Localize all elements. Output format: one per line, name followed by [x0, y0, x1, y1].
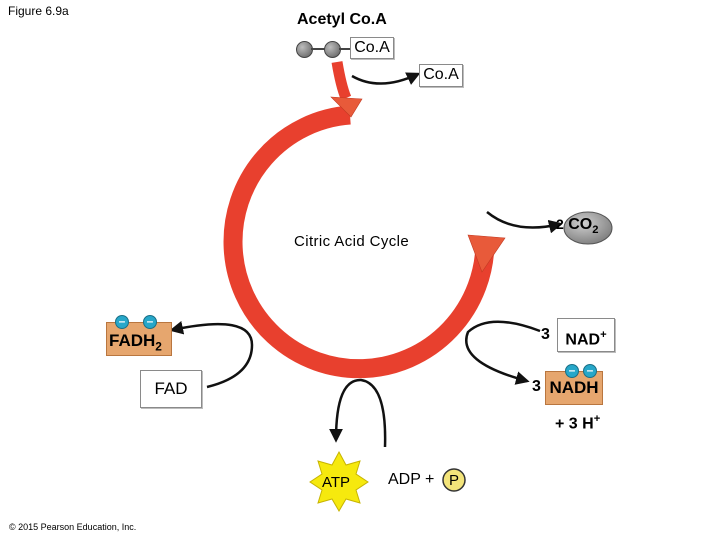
nad-coefficient: 3 — [541, 326, 550, 343]
phosphate-icon — [442, 468, 466, 492]
nadh-electron-1-icon: – — [565, 364, 579, 378]
cycle-arrowhead — [467, 234, 506, 273]
acetyl-bond — [311, 48, 325, 50]
hydrogen-label: + 3 H+ — [555, 413, 600, 433]
entry-arrowhead — [330, 96, 363, 118]
fadh2-subscript: 2 — [155, 339, 162, 354]
nad-reduction-arrow — [465, 320, 541, 385]
fad-box: FAD — [140, 370, 202, 408]
co2-release-arrow — [486, 211, 563, 234]
acetyl-coa-title: Acetyl Co.A — [297, 11, 387, 28]
fadh2-formula: FADH — [109, 331, 156, 350]
nadh-electron-2-icon: – — [583, 364, 597, 378]
co2-label: 2 CO2 — [556, 216, 598, 236]
hydrogen-superscript: + — [593, 413, 601, 425]
hydrogen-text: + 3 H — [555, 415, 594, 433]
co2-formula: CO — [568, 216, 593, 233]
fadh2-electron-2-icon: – — [143, 315, 157, 329]
coa-release-arrow — [351, 72, 421, 85]
coa-attached-box: Co.A — [350, 37, 394, 59]
entry-arrow-shaft — [331, 61, 352, 101]
cycle-ring — [223, 105, 495, 379]
atp-label: ATP — [322, 474, 351, 491]
fadh2-electron-1-icon: – — [115, 315, 129, 329]
atp-synthesis-arrow — [329, 378, 387, 448]
copyright-notice: © 2015 Pearson Education, Inc. — [9, 522, 137, 532]
figure-label: Figure 6.9a — [8, 4, 69, 18]
co2-subscript: 2 — [592, 224, 599, 237]
adp-label: ADP + — [388, 471, 435, 488]
coa-bond — [339, 48, 351, 50]
coa-released-box: Co.A — [419, 64, 463, 87]
phosphate-label: P — [449, 472, 460, 489]
nad-superscript: + — [600, 329, 607, 341]
nad-box: NAD+ — [557, 318, 615, 352]
cycle-name: Citric Acid Cycle — [294, 233, 410, 250]
fadh2-box: FADH2 — [106, 322, 172, 356]
co2-molecule-icon — [563, 211, 613, 245]
nadh-coefficient: 3 — [532, 378, 541, 395]
nad-formula: NAD — [565, 331, 601, 349]
fad-reduction-arrow — [169, 320, 254, 389]
atp-star-icon — [309, 450, 369, 512]
co2-coefficient: 2 — [556, 216, 564, 232]
